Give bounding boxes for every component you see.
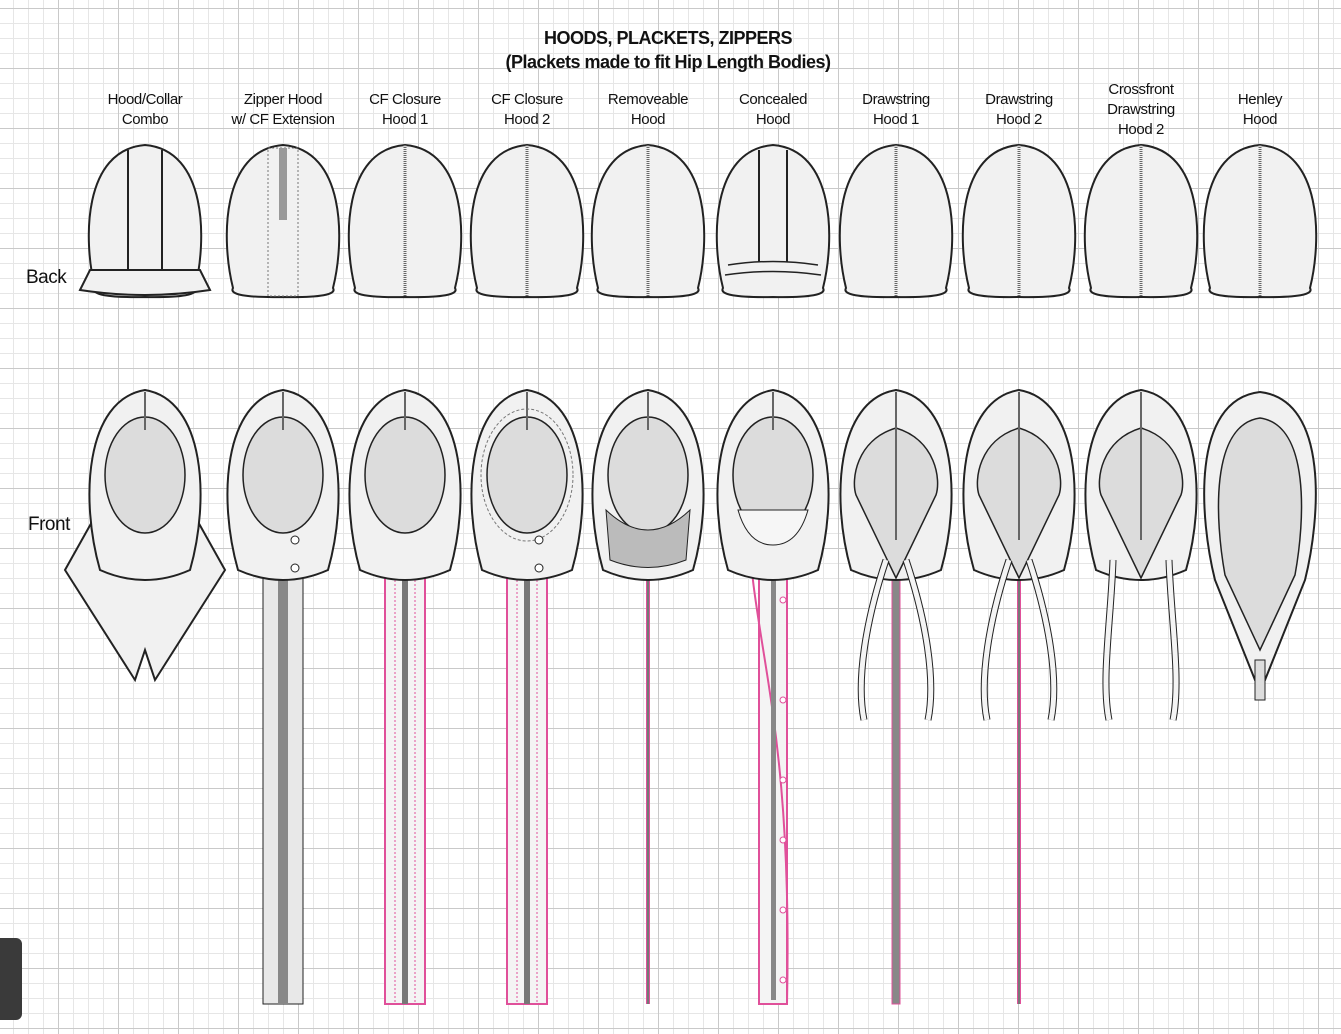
column-label-line: Hood 1 <box>873 111 919 128</box>
snap <box>779 596 787 604</box>
fur-trim <box>480 408 574 542</box>
zipper <box>524 530 530 1004</box>
snap <box>779 776 787 784</box>
column-label-line: Drawstring <box>1107 101 1175 118</box>
column-label-line: Hood 2 <box>504 111 550 128</box>
henley-placket <box>1254 659 1266 701</box>
column-label-line: Hood 2 <box>996 111 1042 128</box>
drawstring <box>858 559 889 721</box>
hood-face <box>104 416 186 534</box>
hood-face <box>1217 417 1303 652</box>
drawstring <box>1026 559 1057 721</box>
column-label-line: Drawstring <box>862 91 930 108</box>
column-label-line: Hood <box>755 111 791 128</box>
column-label-line: Hood 2 <box>1118 121 1164 138</box>
snap <box>290 535 300 545</box>
snap <box>779 836 787 844</box>
back-zipper <box>279 148 287 220</box>
snap <box>779 696 787 704</box>
zipper <box>402 530 408 1004</box>
snap <box>534 535 544 545</box>
rib-collar <box>605 508 691 568</box>
column-label-line: Crossfront <box>1108 81 1174 98</box>
column-label-line: Combo <box>121 111 169 128</box>
column-label-line: w/ CF Extension <box>231 111 335 128</box>
hood-face <box>607 416 689 534</box>
snap <box>290 563 300 573</box>
column-label-line: Hood 1 <box>382 111 428 128</box>
hood-face <box>364 416 446 534</box>
back-collar <box>78 269 212 296</box>
row-label-back: Back <box>26 267 67 288</box>
side-panel-tab[interactable] <box>0 938 22 1020</box>
drawstring <box>1103 559 1116 721</box>
title-subtitle: (Plackets made to fit Hip Length Bodies) <box>505 52 831 72</box>
title-main: HOODS, PLACKETS, ZIPPERS <box>543 28 793 48</box>
row-label-front: Front <box>28 514 70 535</box>
zipper <box>278 560 288 1004</box>
column-label: Zipper Hood w/ CF Extension <box>218 90 348 130</box>
snap <box>779 906 787 914</box>
column-label-line: Hood/Collar <box>107 91 183 108</box>
column-label-line: Hood <box>1242 111 1278 128</box>
drawstring <box>981 559 1012 721</box>
column-label-line: Hood <box>630 111 666 128</box>
column-label-line: Zipper Hood <box>243 91 323 108</box>
column-label-line: Henley <box>1237 91 1283 108</box>
page-title: HOODS, PLACKETS, ZIPPERS (Plackets made … <box>0 26 1336 74</box>
zipper <box>891 579 901 1005</box>
column-label-line: CF Closure <box>491 91 563 108</box>
back-band <box>724 260 822 276</box>
column-label-line: Concealed <box>738 91 808 108</box>
drawstring <box>1166 559 1179 721</box>
back-hood <box>225 143 341 299</box>
back-hood <box>715 143 831 299</box>
back-hood <box>87 143 203 299</box>
zipper <box>771 520 776 1000</box>
concealed-pocket <box>737 509 809 546</box>
column-label-line: Drawstring <box>985 91 1053 108</box>
back-panel <box>267 147 299 297</box>
hood-face <box>486 416 568 534</box>
drawstring <box>903 559 934 721</box>
column-label-line: CF Closure <box>369 91 441 108</box>
snap <box>534 563 544 573</box>
hood-face <box>242 416 324 534</box>
column-label-line: Removeable <box>607 91 689 108</box>
snap <box>779 976 787 984</box>
